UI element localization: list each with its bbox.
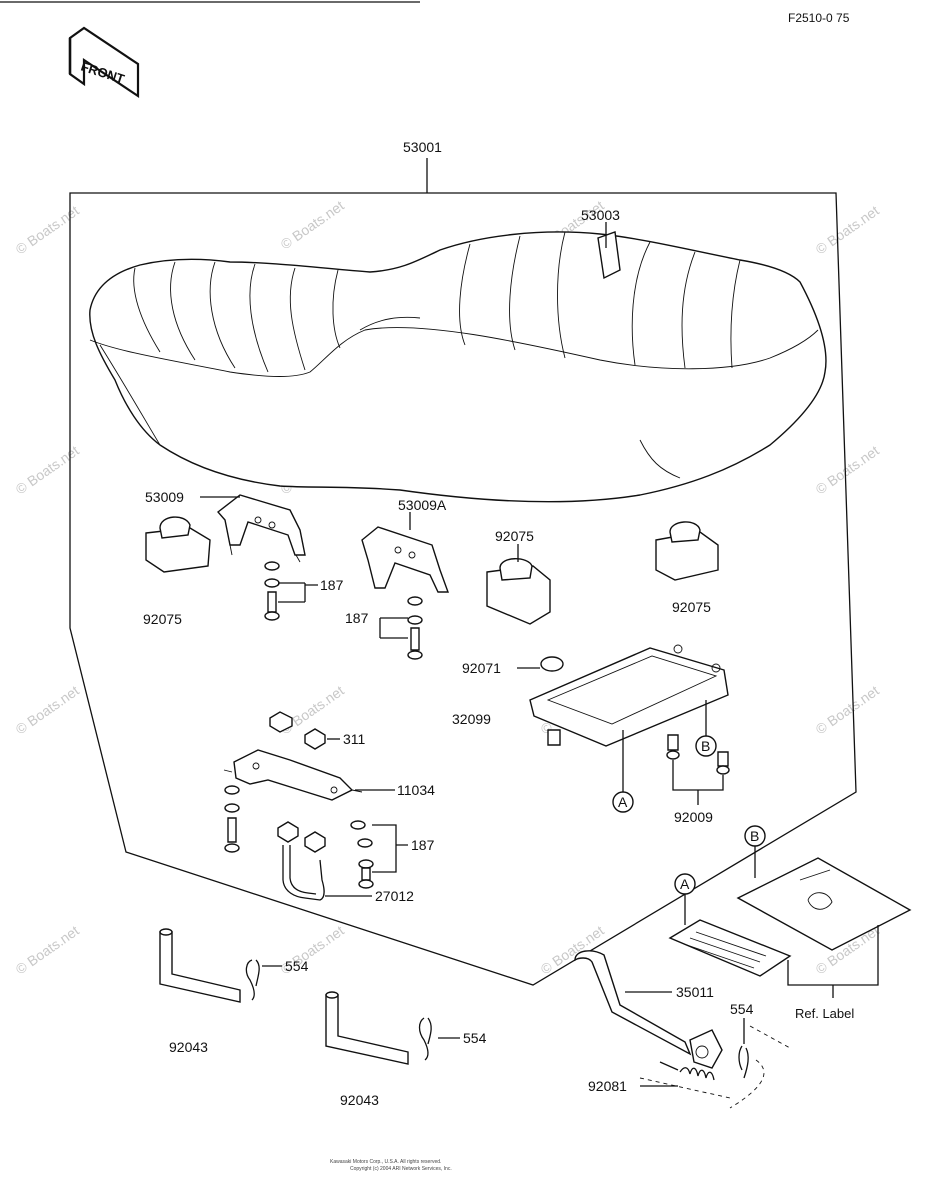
label-clip-right: 554 (730, 1001, 754, 1017)
label-damper-right: 92075 (672, 599, 711, 615)
label-clip-left: 554 (285, 958, 309, 974)
bolt-stack-left (224, 785, 240, 853)
marker-b-label: B (750, 828, 759, 844)
marker-b-label-icon: B (744, 825, 766, 847)
damper-left (145, 516, 211, 573)
marker-a-label: A (680, 876, 690, 892)
label-seat-assembly: 53001 (403, 139, 442, 155)
label-pin-center: 92043 (340, 1092, 379, 1108)
assembly-frame (69, 192, 857, 986)
label-bolt-set-left: 187 (320, 577, 344, 593)
bolt-set-center (379, 596, 423, 660)
label-sticker-a (668, 919, 792, 977)
damper-center (486, 558, 551, 625)
watermark: © Boats.net (813, 442, 882, 497)
front-arrow-icon: FRONT (68, 26, 140, 99)
watermark: © Boats.net (13, 202, 82, 257)
label-bolt-set-lower: 187 (411, 837, 435, 853)
marker-b-tray: B (701, 738, 710, 754)
label-seat-strap: 53003 (581, 207, 620, 223)
damper-right (655, 521, 719, 581)
label-bracket-left: 53009 (145, 489, 184, 505)
label-damper-center: 92075 (495, 528, 534, 544)
bolt-set-left (264, 561, 318, 621)
ref-label-bracket (787, 925, 879, 998)
label-pin-left: 92043 (169, 1039, 208, 1055)
label-clip-center: 554 (463, 1030, 487, 1046)
watermark: © Boats.net (813, 202, 882, 257)
bracket-right (361, 526, 449, 593)
hook-rod (574, 950, 692, 1056)
bolt-set-lower (350, 820, 408, 889)
label-screws: 92009 (674, 809, 713, 825)
pin-center (325, 991, 409, 1065)
figure-code: F2510-0 75 (788, 11, 850, 25)
spring (659, 1061, 715, 1081)
clip-center (418, 1017, 432, 1061)
watermark: © Boats.net (813, 682, 882, 737)
label-damper-left: 92075 (143, 611, 182, 627)
watermark: © Boats.net (278, 197, 347, 252)
label-hook-rod: 35011 (676, 984, 714, 1000)
seat (89, 231, 827, 503)
marker-a-label-icon: A (674, 873, 696, 895)
label-nut: 311 (343, 731, 366, 747)
watermark: © Boats.net (13, 442, 82, 497)
label-sticker-b (736, 857, 912, 951)
marker-b-icon: B (695, 735, 717, 757)
nuts (269, 711, 326, 750)
footer-copyright-2: Copyright (c) 2004 ARI Network Services,… (350, 1166, 452, 1172)
footer-copyright: Kawasaki Motors Corp., U.S.A. All rights… (330, 1159, 441, 1165)
bracket-lower (223, 749, 363, 801)
clip-right (738, 1045, 749, 1079)
watermark: © Boats.net (278, 682, 347, 737)
u-bolt (277, 821, 326, 901)
label-u-bolt: 27012 (375, 888, 414, 904)
tray (529, 644, 729, 747)
watermark: © Boats.net (13, 682, 82, 737)
grommet (540, 656, 564, 672)
label-tray: 32099 (452, 711, 491, 727)
label-bracket-lower: 11034 (397, 782, 435, 798)
label-bolt-set-center: 187 (345, 610, 369, 626)
label-grommet: 92071 (462, 660, 501, 676)
marker-a-icon: A (612, 791, 634, 813)
hinge-block (689, 1029, 723, 1069)
watermark: © Boats.net (13, 922, 82, 977)
ref-label-text: Ref. Label (795, 1006, 854, 1021)
marker-a-tray: A (618, 794, 628, 810)
pin-left (159, 928, 241, 1003)
label-spring: 92081 (588, 1078, 627, 1094)
screws (666, 700, 730, 805)
clip-left (245, 959, 260, 1001)
bracket-left (216, 494, 306, 563)
label-bracket-right: 53009A (398, 497, 447, 513)
